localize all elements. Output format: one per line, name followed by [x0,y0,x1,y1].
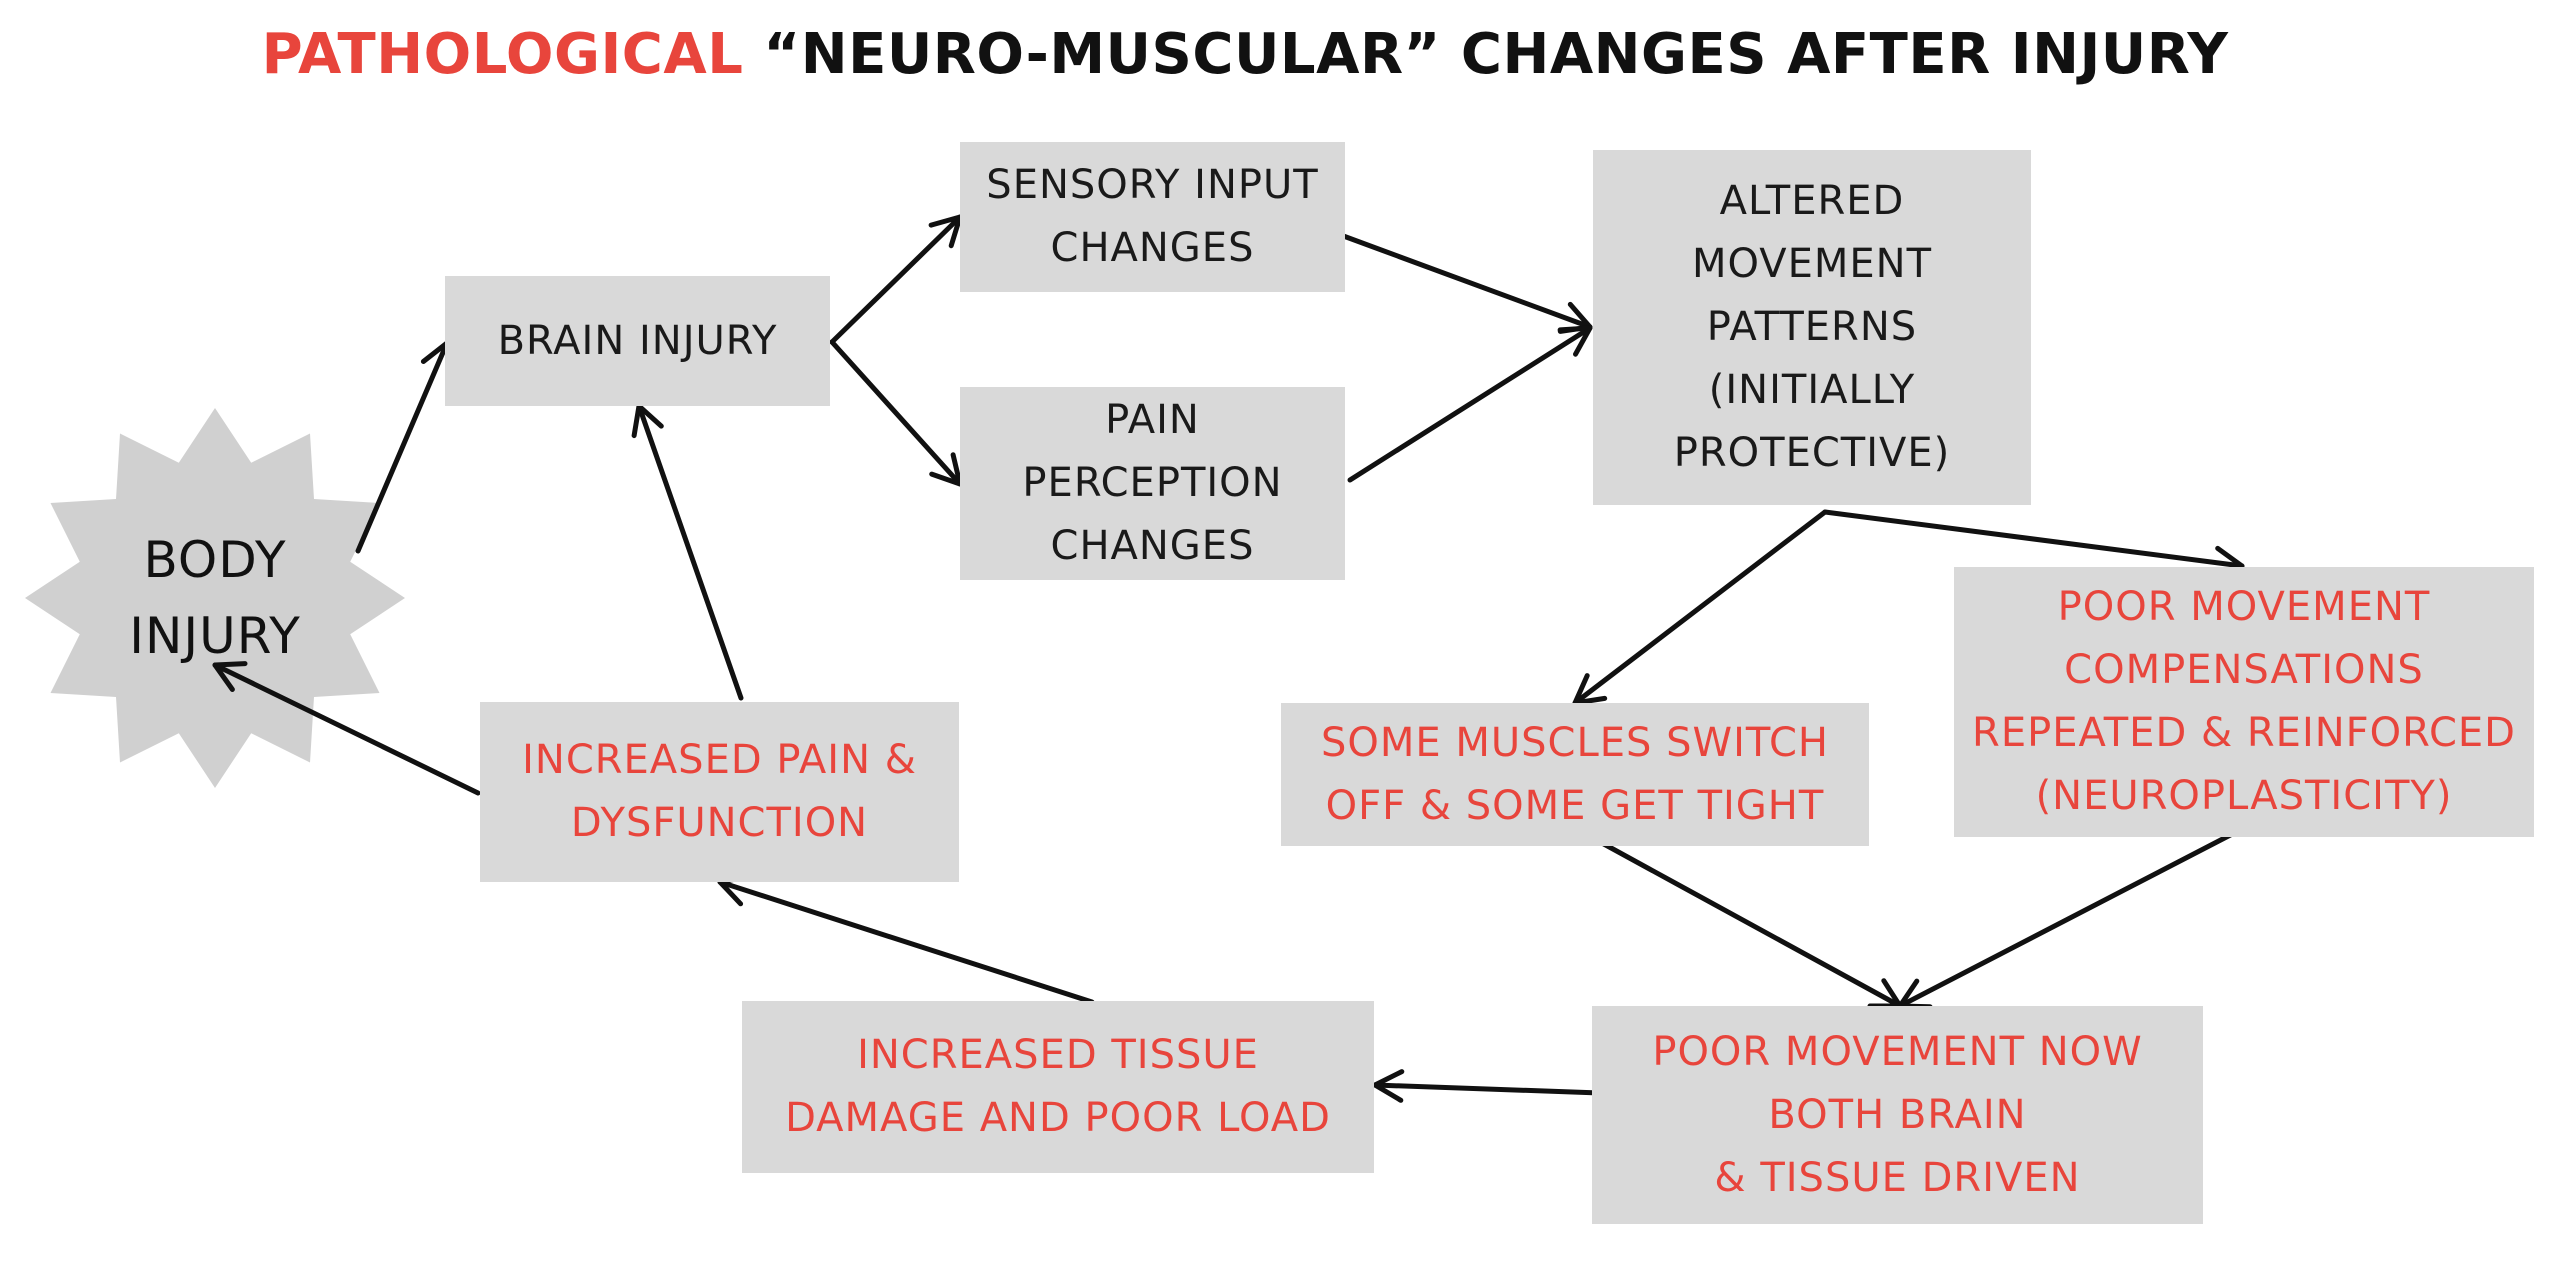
arrow-pain_dys-to-brain_injury [631,403,744,701]
node-increased-tissue-damage: INCREASED TISSUE DAMAGE AND POOR LOAD [742,1001,1374,1173]
node-increased-tissue-damage-label: INCREASED TISSUE DAMAGE AND POOR LOAD [785,1032,1331,1141]
node-poor-movement-now: POOR MOVEMENT NOW BOTH BRAIN & TISSUE DR… [1592,1006,2203,1224]
node-brain-injury-label: BRAIN INJURY [497,317,778,364]
page-title: PATHOLOGICAL “NEURO-MUSCULAR” CHANGES AF… [0,22,2490,87]
arrow-pain_dys-to-body_injury [212,661,481,796]
arrow-altered-to-muscles [1572,509,1828,706]
node-brain-injury: BRAIN INJURY [445,276,830,406]
arrow-brain_injury-to-sensory [829,214,963,345]
node-increased-pain-dysfunction: INCREASED PAIN & DYSFUNCTION [480,702,959,882]
node-altered-movement-patterns-label: ALTERED MOVEMENT PATTERNS (INITIALLY PRO… [1673,178,1951,476]
node-poor-movement-now-label: POOR MOVEMENT NOW BOTH BRAIN & TISSUE DR… [1652,1028,2143,1201]
title-accent: PATHOLOGICAL [261,22,744,87]
node-pain-perception-changes: PAIN PERCEPTION CHANGES [960,387,1345,580]
arrow-poor_comp-to-poor_now [1897,827,2243,1010]
title-rest: “NEURO-MUSCULAR” CHANGES AFTER INJURY [763,22,2229,87]
arrow-pain_perception-to-altered [1347,325,1593,483]
node-body-injury-label: BODY INJURY [129,530,301,665]
node-increased-pain-dysfunction-label: INCREASED PAIN & DYSFUNCTION [522,737,917,846]
node-poor-movement-compensations: POOR MOVEMENT COMPENSATIONS REPEATED & R… [1954,567,2534,837]
node-muscles-switch-off: SOME MUSCLES SWITCH OFF & SOME GET TIGHT [1281,703,1869,846]
node-muscles-switch-off-label: SOME MUSCLES SWITCH OFF & SOME GET TIGHT [1321,719,1829,829]
arrow-sensory-to-altered [1335,231,1593,334]
node-altered-movement-patterns: ALTERED MOVEMENT PATTERNS (INITIALLY PRO… [1593,150,2031,505]
arrow-poor_now-to-tissue [1372,1069,1603,1103]
arrow-tissue-to-pain_dys [717,873,1095,1005]
node-body-injury: BODY INJURY [20,400,410,795]
node-pain-perception-changes-label: PAIN PERCEPTION CHANGES [1022,397,1283,569]
node-sensory-input-changes: SENSORY INPUT CHANGES [960,142,1345,292]
node-poor-movement-compensations-label: POOR MOVEMENT COMPENSATIONS REPEATED & R… [1972,584,2516,819]
node-sensory-input-changes-label: SENSORY INPUT CHANGES [986,162,1319,271]
arrow-muscles-to-poor_now [1599,840,1903,1009]
burst-shape [25,408,405,788]
arrow-brain_injury-to-pain_perception [829,339,963,487]
